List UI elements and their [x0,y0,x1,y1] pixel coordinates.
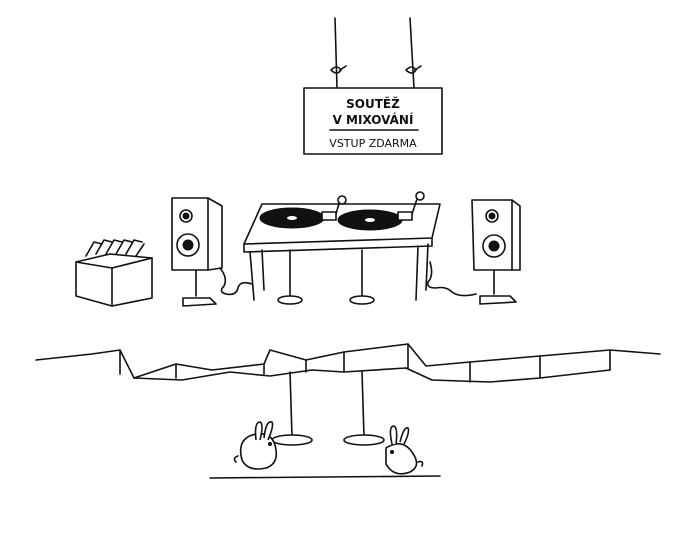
record-crate [75,239,153,307]
left-speaker [171,197,223,307]
sign-knot-left [330,65,347,74]
sign-string-left [334,17,338,89]
sign-title-line1: SOUTĚŽ [346,96,400,111]
underground-poles [271,371,385,446]
right-cable [426,261,477,297]
sign-knot-right [405,65,422,74]
sign-subtitle: VSTUP ZDARMA [329,137,417,150]
rabbit-left [233,421,278,470]
left-cable [219,267,253,296]
right-speaker [471,199,521,305]
rabbit-right [385,425,424,475]
sign-title-line2: V MIXOVÁNÍ [333,112,414,127]
ground-line [209,475,441,479]
hanging-sign: SOUTĚŽ V MIXOVÁNÍ VSTUP ZDARMA [303,17,443,155]
dj-table [243,191,441,305]
ground-strip [35,343,661,383]
sign-string-right [409,17,415,89]
sign-board [303,87,443,155]
